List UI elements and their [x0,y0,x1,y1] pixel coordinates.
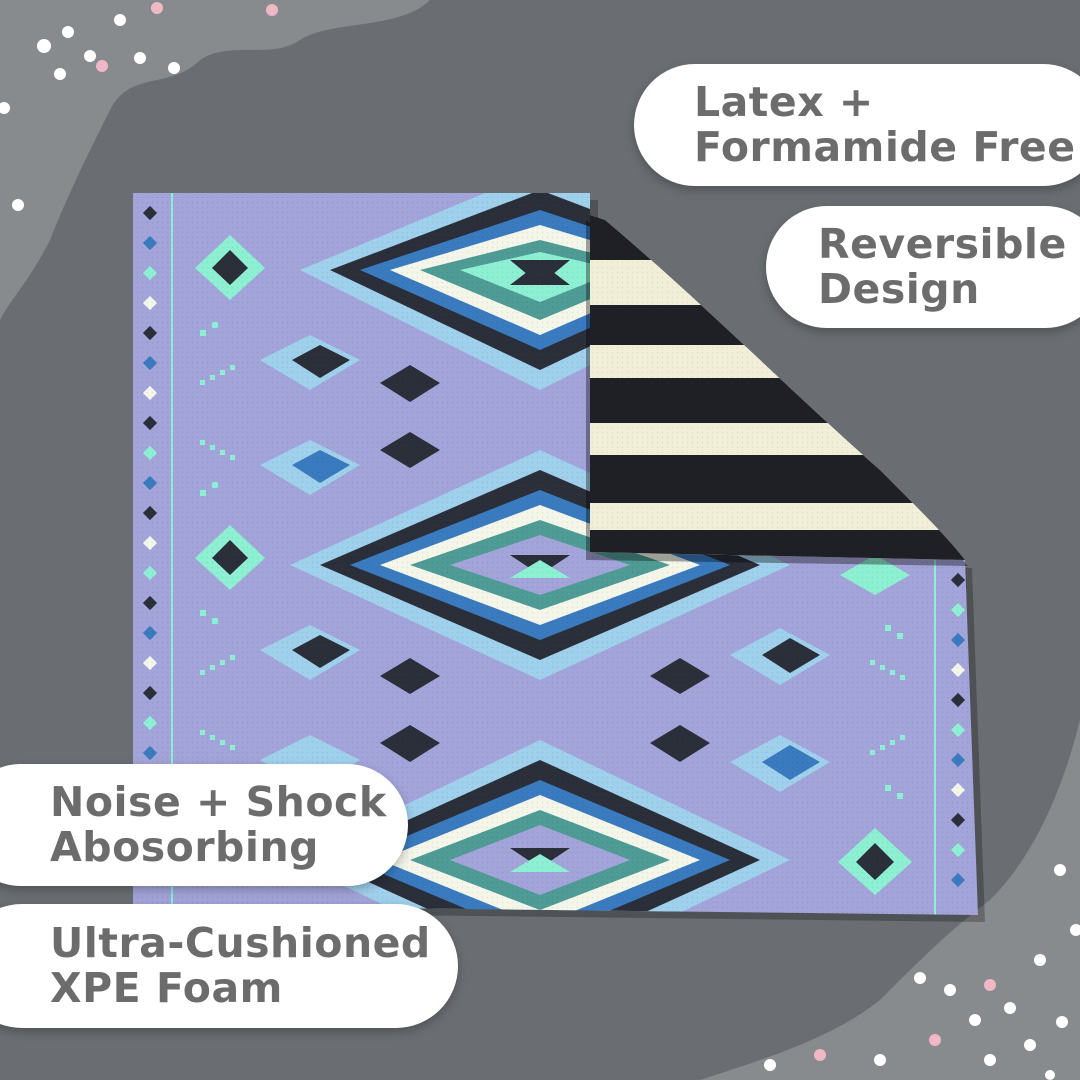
feature-foam: Ultra-Cushioned XPE Foam [0,904,458,1028]
feature-noise-shock-line-2: Abosorbing [50,823,319,871]
background-blob-bottom-right [700,720,1080,1080]
feature-latex-free-line-2: Formamide Free [694,123,1076,171]
background-blob-top-left [0,0,430,320]
feature-foam-line-2: XPE Foam [50,964,283,1012]
feature-foam-line-1: Ultra-Cushioned [50,919,431,967]
feature-noise-shock: Noise + Shock Abosorbing [0,764,408,886]
feature-latex-free: Latex + Formamide Free [634,64,1080,186]
feature-reversible-line-2: Design [818,265,980,313]
feature-latex-free-line-1: Latex + [694,78,874,126]
feature-noise-shock-line-1: Noise + Shock [50,778,387,826]
feature-reversible: Reversible Design [766,206,1080,328]
feature-reversible-line-1: Reversible [818,220,1067,268]
